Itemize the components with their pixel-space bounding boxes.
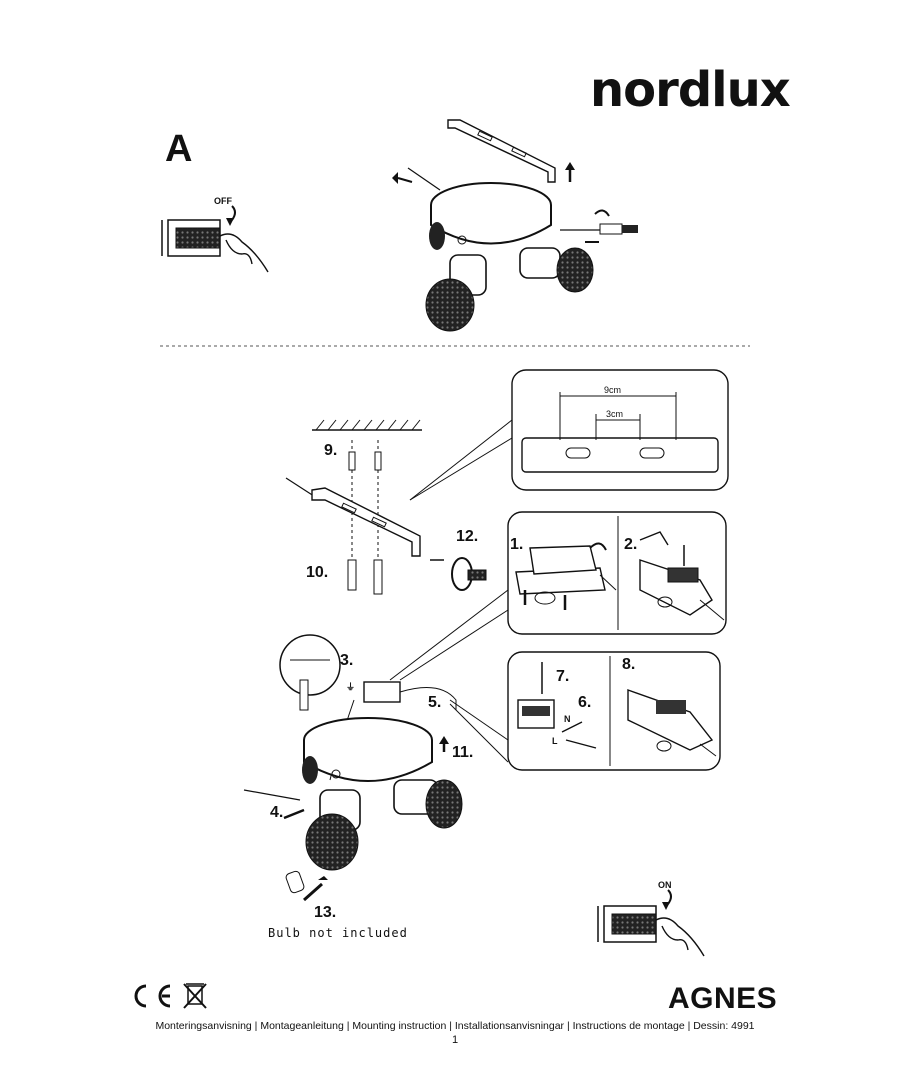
dimension-inner: 3cm	[606, 409, 624, 419]
switch-off-illustration	[161, 205, 269, 273]
step-1-label: 1.	[510, 536, 524, 553]
switch-on-illustration	[597, 889, 705, 957]
ceiling-mount	[285, 419, 487, 595]
top-fixture	[392, 167, 638, 332]
product-name: AGNES	[668, 982, 778, 1015]
terminal-box-callout	[389, 511, 727, 681]
brand-logo: nordlux	[590, 62, 791, 118]
page-number: 1	[451, 1034, 459, 1046]
ce-mark	[134, 984, 171, 1008]
step-10-label: 10.	[306, 564, 329, 581]
switch-off-label: OFF	[214, 196, 232, 206]
bulb-note: Bulb not included	[268, 926, 408, 940]
wire-label-earth: ⏚	[346, 682, 356, 692]
bottom-fixture	[243, 634, 463, 902]
wiring-callout	[449, 651, 721, 771]
step-12-label: 12.	[456, 528, 479, 545]
bracket-dimension-callout	[409, 369, 729, 501]
step-4-label: 4.	[270, 804, 284, 821]
step-6-label: 6.	[578, 694, 592, 711]
footer-text: Monteringsanvisning | Montageanleitung |…	[155, 1020, 755, 1032]
wire-label-neutral: N	[564, 714, 571, 724]
switch-on-label: ON	[658, 880, 672, 890]
step-7-label: 7.	[556, 668, 570, 685]
section-label: A	[165, 128, 193, 170]
step-5-label: 5.	[428, 694, 442, 711]
step-3-label: 3.	[340, 652, 354, 669]
step-11-label: 11.	[452, 744, 474, 761]
step-2-label: 2.	[624, 536, 638, 553]
weee-bin-icon	[183, 983, 207, 1009]
step-9-label: 9.	[324, 442, 338, 459]
dimension-outer: 9cm	[604, 385, 622, 395]
wire-label-live: L	[552, 736, 558, 746]
top-bracket	[447, 119, 575, 183]
step-8-label: 8.	[622, 656, 636, 673]
step-13-label: 13.	[314, 904, 337, 921]
